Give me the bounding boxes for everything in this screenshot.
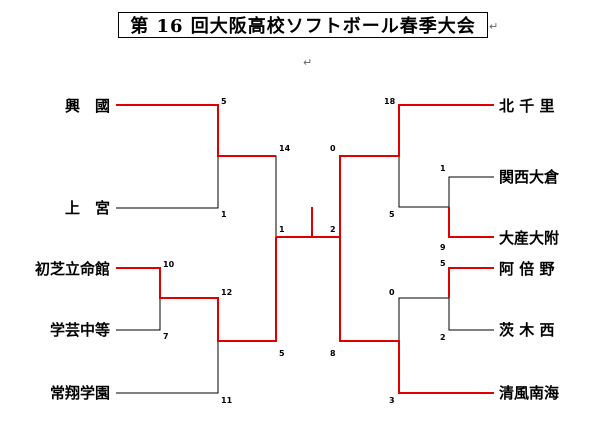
- line-abeno-win: [448, 267, 494, 298]
- score-kansai-okura: 1: [440, 164, 446, 173]
- team-ibaraki: 茨 木 西: [499, 321, 555, 339]
- line-kokoku-win: [116, 104, 276, 157]
- line-right-qf-top: [398, 156, 449, 208]
- line-kitasenri-win: [339, 104, 494, 237]
- score-daisan: 9: [440, 243, 446, 252]
- score-kokoku: 5: [221, 97, 227, 106]
- team-kokoku: 興 國: [64, 97, 110, 115]
- line-kansai: [448, 176, 494, 237]
- score-left-final-bottom: 5: [279, 349, 285, 358]
- score-left-semi-top: 14: [279, 144, 291, 153]
- team-daisan: 大産大附: [499, 229, 560, 247]
- score-josho: 11: [221, 396, 233, 405]
- score-ibaraki: 2: [440, 333, 446, 342]
- score-hatsushiba: 10: [163, 260, 175, 269]
- title-text: 第 16 回大阪高校ソフトボール春季大会: [130, 16, 476, 37]
- score-uemiya: 1: [221, 210, 227, 219]
- score-right-semi-bottom: 8: [330, 349, 336, 358]
- paragraph-mark: ↵: [303, 56, 313, 69]
- score-gakugei: 7: [163, 332, 169, 341]
- team-seifu: 清風南海: [499, 384, 560, 402]
- score-final-left: 1: [279, 225, 285, 234]
- score-kitasenri: 18: [384, 97, 396, 106]
- return-mark: ↵: [489, 20, 499, 33]
- score-left-semi-hatsushiba: 12: [221, 288, 233, 297]
- score-right-qf-top: 5: [389, 210, 395, 219]
- team-josho: 常翔学園: [49, 384, 110, 402]
- team-hatsushiba: 初芝立命館: [34, 260, 110, 278]
- line-uemiya: [116, 156, 219, 209]
- score-final-right: 2: [330, 225, 336, 234]
- team-kitasenri: 北 千 里: [499, 97, 555, 115]
- line-seifu-win: [339, 237, 494, 394]
- team-kansai-okura: 関西大倉: [499, 168, 560, 186]
- team-uemiya: 上 宮: [64, 199, 110, 217]
- score-right-qf-abeno: 0: [389, 288, 395, 297]
- score-abeno: 5: [440, 259, 446, 268]
- team-abeno: 阿 倍 野: [499, 260, 555, 278]
- line-daisan-win: [448, 207, 494, 238]
- line-gakugei: [116, 298, 161, 331]
- score-seifu: 3: [389, 396, 395, 405]
- line-right-qf-abeno: [398, 297, 449, 341]
- line-hatsushiba-win: [116, 237, 277, 342]
- line-left-semi-top: [218, 155, 277, 237]
- team-gakugei: 学芸中等: [49, 321, 110, 339]
- tournament-title: 第 16 回大阪高校ソフトボール春季大会: [118, 12, 488, 38]
- line-josho: [116, 341, 219, 394]
- score-right-semi-top: 0: [330, 144, 336, 153]
- line-ibaraki: [448, 268, 494, 331]
